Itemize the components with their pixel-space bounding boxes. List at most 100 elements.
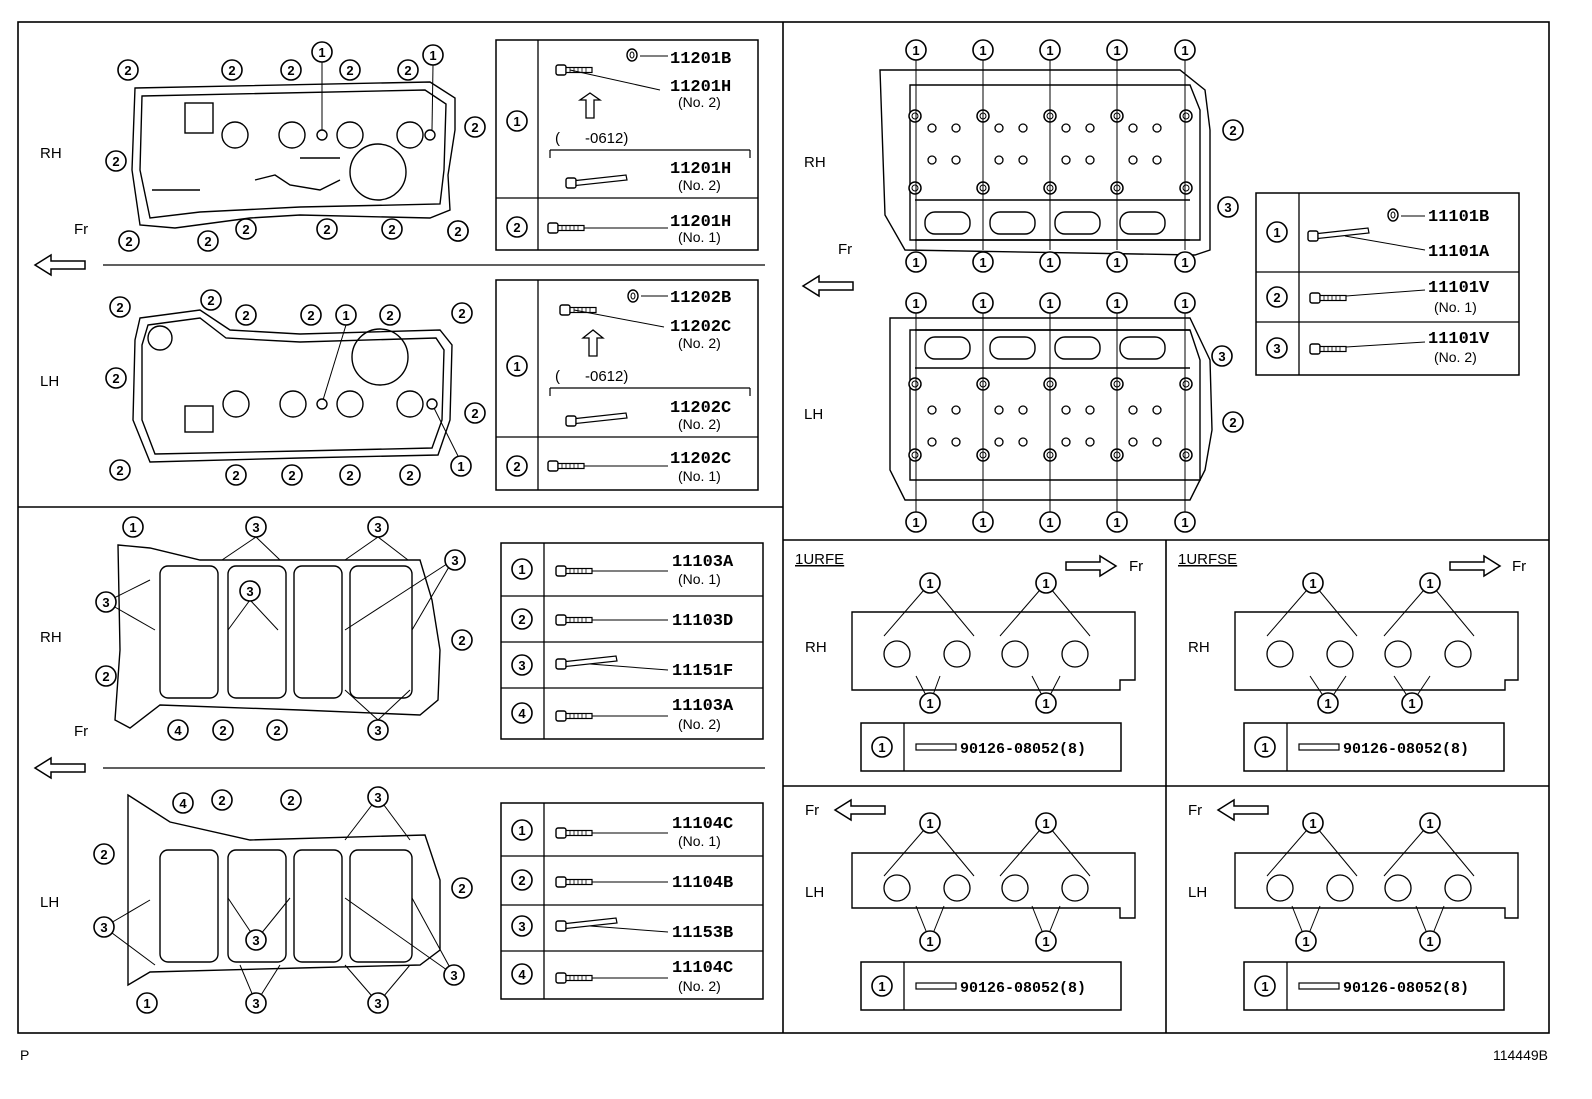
svg-text:3: 3 [450,968,457,983]
front-arrow-icon [1449,555,1501,577]
svg-text:3: 3 [252,520,259,535]
svg-text:1: 1 [342,308,349,323]
svg-text:LH: LH [804,406,823,423]
svg-text:11103A: 11103A [672,697,734,716]
svg-text:2: 2 [386,308,393,323]
svg-text:4: 4 [518,967,526,982]
front-arrow-icon [1217,799,1269,821]
rh-cover-callouts [105,41,486,252]
svg-text:1: 1 [1426,816,1433,831]
svg-text:2: 2 [404,63,411,78]
svg-text:1: 1 [1408,696,1415,711]
svg-text:1: 1 [1181,515,1188,530]
svg-text:1: 1 [878,979,885,994]
svg-text:3: 3 [518,919,525,934]
svg-text:1: 1 [1324,696,1331,711]
svg-text:2: 2 [219,723,226,738]
svg-text:1: 1 [1302,934,1309,949]
lh-cam-housing-table: 1 2 3 4 11104C (No. 1) 11104B 11153B 111… [500,802,764,1000]
svg-text:11103A: 11103A [672,553,734,572]
svg-text:Fr: Fr [1188,802,1202,819]
engine-label-1urfe: 1URFE [795,551,844,568]
svg-text:11104C: 11104C [672,815,733,834]
svg-text:3: 3 [374,790,381,805]
svg-text:90126-08052(8): 90126-08052(8) [960,741,1086,758]
svg-text:90126-08052(8): 90126-08052(8) [1343,741,1469,758]
cam-housing-panel: RH Fr LH [34,516,764,1014]
front-arrow-icon [834,799,886,821]
svg-text:1: 1 [926,934,933,949]
svg-text:1: 1 [1113,43,1120,58]
svg-text:1: 1 [979,255,986,270]
svg-text:11104B: 11104B [672,874,733,893]
svg-text:1: 1 [1046,296,1053,311]
rh-cam-cover-table: 1 2 11201B 11201H (No. 2) ( -0612) 11201… [495,39,759,251]
svg-text:1: 1 [1042,816,1049,831]
svg-text:1: 1 [926,576,933,591]
lh-label: LH [40,373,59,390]
lh-cam-cover-drawing [132,309,453,463]
svg-text:3: 3 [252,933,259,948]
svg-text:1: 1 [129,520,136,535]
svg-text:(No. 2): (No. 2) [678,416,721,432]
manifold-ports [883,640,1472,902]
svg-text:2: 2 [454,224,461,239]
svg-text:2: 2 [346,63,353,78]
svg-text:LH: LH [40,894,59,911]
svg-text:2: 2 [232,468,239,483]
front-arrow-icon [802,275,854,297]
svg-text:1: 1 [513,114,520,129]
svg-text:1: 1 [1273,225,1280,240]
svg-text:(No. 1): (No. 1) [678,229,721,245]
svg-text:2: 2 [287,63,294,78]
svg-text:2: 2 [125,234,132,249]
manifold-callouts [919,572,1441,952]
svg-text:3: 3 [1218,349,1225,364]
manifold-stud-panels: 1URFE 1URFSE Fr Fr Fr Fr RH RH LH LH [795,551,1526,1011]
rh-cam-cover-drawing [131,81,456,229]
svg-text:LH: LH [805,884,824,901]
svg-text:2: 2 [346,468,353,483]
svg-text:1: 1 [912,43,919,58]
svg-text:1: 1 [1261,740,1268,755]
svg-text:2: 2 [112,154,119,169]
svg-text:1: 1 [979,296,986,311]
svg-text:11202C: 11202C [670,399,731,418]
svg-text:2: 2 [307,308,314,323]
svg-text:3: 3 [374,723,381,738]
svg-text:1: 1 [912,515,919,530]
svg-text:(No. 1): (No. 1) [1434,299,1477,315]
svg-text:1: 1 [979,515,986,530]
svg-text:11101B: 11101B [1428,208,1489,227]
svg-text:2: 2 [207,293,214,308]
svg-text:2: 2 [112,371,119,386]
rh-cam-housing-table: 1 2 3 4 11103A (No. 1) 11103D 11151F 111… [500,542,764,740]
svg-text:LH: LH [1188,884,1207,901]
svg-text:1: 1 [1181,296,1188,311]
svg-text:11101V: 11101V [1428,330,1490,349]
svg-text:1: 1 [1042,934,1049,949]
svg-text:( -0612): ( -0612) [555,368,628,385]
svg-text:1: 1 [518,823,525,838]
svg-text:2: 2 [116,300,123,315]
svg-text:2: 2 [458,881,465,896]
svg-text:(No. 1): (No. 1) [678,468,721,484]
svg-text:4: 4 [179,796,187,811]
svg-text:1: 1 [1042,696,1049,711]
svg-text:1: 1 [1181,43,1188,58]
svg-text:3: 3 [451,553,458,568]
frame [17,21,1550,1034]
svg-text:2: 2 [116,463,123,478]
svg-text:1: 1 [1046,515,1053,530]
svg-text:Fr: Fr [838,241,852,258]
svg-text:2: 2 [124,63,131,78]
svg-text:2: 2 [1229,123,1236,138]
svg-text:2: 2 [242,308,249,323]
svg-text:11101A: 11101A [1428,243,1490,262]
svg-text:3: 3 [518,658,525,673]
lh-head-drawing [889,317,1213,501]
svg-text:1: 1 [1113,515,1120,530]
svg-text:1: 1 [1426,934,1433,949]
svg-text:1: 1 [878,740,885,755]
